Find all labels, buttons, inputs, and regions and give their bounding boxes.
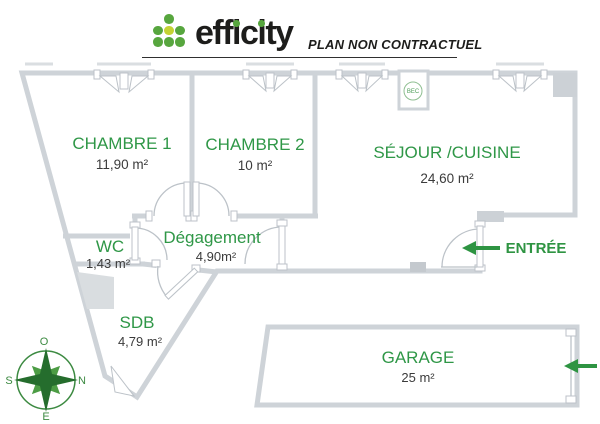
logo-i-dot [233,20,240,27]
room-label-chambre2: CHAMBRE 2 [205,135,304,154]
area-label-degagement: 4,90m² [196,249,237,264]
door-sejour [244,219,288,271]
logo-dot-yellow [164,25,174,35]
compass-north: N [78,375,86,387]
garage-outline [254,324,580,408]
room-label-garage: GARAGE [382,348,455,367]
window-sejour-left [335,69,389,93]
door-wc [129,221,168,265]
logo-dot [153,25,163,35]
logo-dot [175,25,185,35]
room-labels: CHAMBRE 1 11,90 m² CHAMBRE 2 10 m² SÉJOU… [72,134,566,385]
pillar-entrance [477,211,504,222]
header: efficity PLAN NON CONTRACTUEL [0,0,600,64]
room-label-sdb: SDB [120,313,155,332]
door-sdb-bottom [110,365,136,397]
area-label-chambre1: 11,90 m² [96,157,149,172]
room-label-wc: WC [96,237,124,256]
logo-dot [164,14,174,24]
logo-dot [164,37,174,47]
area-label-chambre2: 10 m² [238,158,273,173]
room-label-chambre1: CHAMBRE 1 [72,134,171,153]
room-label-degagement: Dégagement [163,228,261,247]
pillar-bottom [410,262,426,272]
logo-i-dot [258,20,265,27]
compass-south: S [5,375,12,387]
bec-circle [403,81,423,101]
room-label-sejour: SÉJOUR /CUISINE [373,143,520,162]
windows [93,69,548,94]
door-chambre2 [190,181,238,222]
compass-rose: O N E S [5,336,86,423]
window-chambre1 [93,69,155,94]
door-sdb [151,259,201,300]
compass-east: E [42,411,49,423]
area-label-sejour: 24,60 m² [420,171,474,186]
efficity-logo-text: efficity [195,14,294,52]
pillar-top-right [553,73,577,97]
logo-dot [153,37,163,47]
entree-arrow [462,241,500,255]
garage [254,324,580,408]
window-chambre2 [242,69,298,93]
header-rule [142,57,457,58]
shower-block [77,272,114,309]
door-chambre1 [145,181,193,222]
window-sejour-right [492,69,548,93]
area-label-wc: 1,43 m² [86,256,131,271]
bec-label: BEC [407,89,420,95]
entree-label: ENTRÉE [506,240,567,257]
bec-vent: BEC [397,69,430,111]
logo-dot [175,37,185,47]
plan-disclaimer: PLAN NON CONTRACTUEL [308,37,483,52]
area-label-garage: 25 m² [401,370,435,385]
compass-west: O [40,336,49,348]
area-label-sdb: 4,79 m² [118,334,163,349]
garage-arrow [564,359,597,373]
